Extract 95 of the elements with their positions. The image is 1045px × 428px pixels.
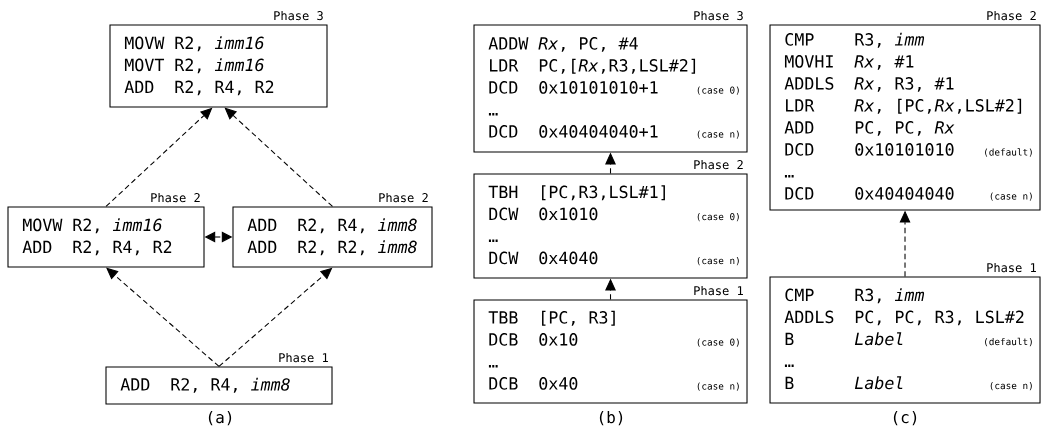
instruction-text: CMP <box>785 288 814 302</box>
instruction-text: DCD <box>489 81 518 94</box>
code-box <box>769 10 1041 211</box>
code-box <box>473 10 748 153</box>
operand-text: R2, R4, imm8 <box>298 218 417 234</box>
instruction-text: ADD <box>784 121 814 134</box>
phase-label: Phase 3 <box>694 10 743 21</box>
operand-text: R3, imm <box>855 288 925 304</box>
instruction-text: ADD <box>120 378 150 391</box>
code-box <box>109 10 328 108</box>
comment-text: (case 0) <box>697 212 739 222</box>
operand-text: R3, imm <box>855 32 925 48</box>
code-box <box>105 352 333 405</box>
operand-text: Rx, [PC,Rx,LSL#2] <box>854 98 1022 114</box>
instruction-text: LDR <box>490 59 519 72</box>
instruction-text: … <box>488 365 498 368</box>
instruction-text: DCD <box>489 125 518 138</box>
arrow <box>106 267 220 367</box>
operand-text: 0x1010 <box>539 207 598 221</box>
instruction-text: ADD <box>124 80 154 93</box>
instruction-text: TBH <box>488 185 518 198</box>
phase-label: Phase 1 <box>279 352 328 363</box>
phase-label: Phase 2 <box>694 159 743 170</box>
instruction-text: ADDLS <box>784 310 834 324</box>
comment-text: (case n) <box>697 256 739 266</box>
comment-text: (default) <box>985 148 1032 157</box>
instruction-text: CMP <box>785 33 814 46</box>
operand-text: R2, imm16 <box>175 36 264 52</box>
operand-text: 0x10101010+1 <box>539 81 658 94</box>
operand-text: R2, imm16 <box>73 218 162 234</box>
operand-text: 0x4040 <box>539 251 598 265</box>
phase-label: Phase 2 <box>151 192 200 203</box>
operand-text: Rx, R3, #1 <box>854 77 954 92</box>
phase-label: Phase 2 <box>379 192 428 203</box>
instruction-text: MOVHI <box>784 55 833 68</box>
operand-text: 0x10 <box>539 333 578 346</box>
instruction-text: MOVW <box>124 36 165 50</box>
instruction-text: TBB <box>488 311 518 324</box>
instruction-text: ADDW <box>488 37 529 50</box>
operand-text: 0x40 <box>539 377 578 390</box>
operand-text: Label <box>854 376 903 390</box>
operand-text: Rx, PC, #4 <box>538 37 638 52</box>
comment-text: (case n) <box>697 130 739 139</box>
operand-text: R2, R2, imm8 <box>298 240 417 256</box>
instruction-text: MOVW <box>22 218 63 232</box>
phase-label: Phase 1 <box>694 285 743 296</box>
code-box <box>7 192 205 268</box>
instruction-text: ADD <box>247 218 277 231</box>
operand-text: [PC, R3] <box>542 310 615 326</box>
instruction-text: B <box>785 376 794 389</box>
operand-text: PC, PC, Rx <box>855 121 955 136</box>
operand-text: 0x40404040+1 <box>539 125 658 138</box>
instruction-text: B <box>785 332 794 345</box>
comment-text: (case n) <box>990 381 1032 391</box>
instruction-text: … <box>488 239 498 242</box>
operand-text: R2, R4, imm8 <box>171 377 290 393</box>
comment-text: (case n) <box>697 382 739 391</box>
arrow <box>218 267 333 367</box>
operand-text: PC, PC, R3, LSL#2 <box>855 310 1024 326</box>
comment-text: (default) <box>985 337 1032 347</box>
operand-text: Label <box>854 332 903 346</box>
instruction-text: MOVT <box>124 58 165 72</box>
instruction-text: DCD <box>785 143 814 156</box>
phase-label: Phase 2 <box>987 10 1036 21</box>
operand-text: [PC,R3,LSL#1] <box>542 185 665 201</box>
code-box <box>473 285 748 404</box>
arrow <box>105 107 213 207</box>
operand-text: R2, R4, R2 <box>73 240 172 256</box>
code-box <box>473 159 748 279</box>
operand-text: PC,[Rx,R3,LSL#2] <box>539 58 696 74</box>
instruction-text: … <box>784 175 794 178</box>
phase-label: Phase 1 <box>987 262 1036 273</box>
instruction-text: ADD <box>22 240 52 253</box>
instruction-text: DCW <box>489 207 519 221</box>
instruction-text: DCB <box>489 333 518 346</box>
instruction-text: ADD <box>247 240 277 253</box>
comment-text: (case 0) <box>697 86 739 95</box>
phase-label: Phase 3 <box>274 10 323 21</box>
arrow <box>224 107 334 207</box>
comment-text: (case 0) <box>697 338 739 347</box>
instruction-text: DCW <box>489 251 519 265</box>
operand-text: 0x10101010 <box>855 143 954 156</box>
instruction-text: ADDLS <box>784 77 834 90</box>
comment-text: (case n) <box>990 192 1032 201</box>
instruction-text: … <box>784 364 794 367</box>
instruction-text: … <box>488 113 498 116</box>
instruction-text: LDR <box>786 99 815 112</box>
instruction-text: DCD <box>785 187 814 200</box>
operand-text: Rx, #1 <box>854 55 914 70</box>
operand-text: R2, imm16 <box>175 58 264 74</box>
code-box <box>232 192 433 268</box>
operand-text: 0x40404040 <box>855 187 954 200</box>
instruction-text: DCB <box>489 377 518 390</box>
code-box <box>769 262 1041 404</box>
operand-text: R2, R4, R2 <box>175 80 274 96</box>
